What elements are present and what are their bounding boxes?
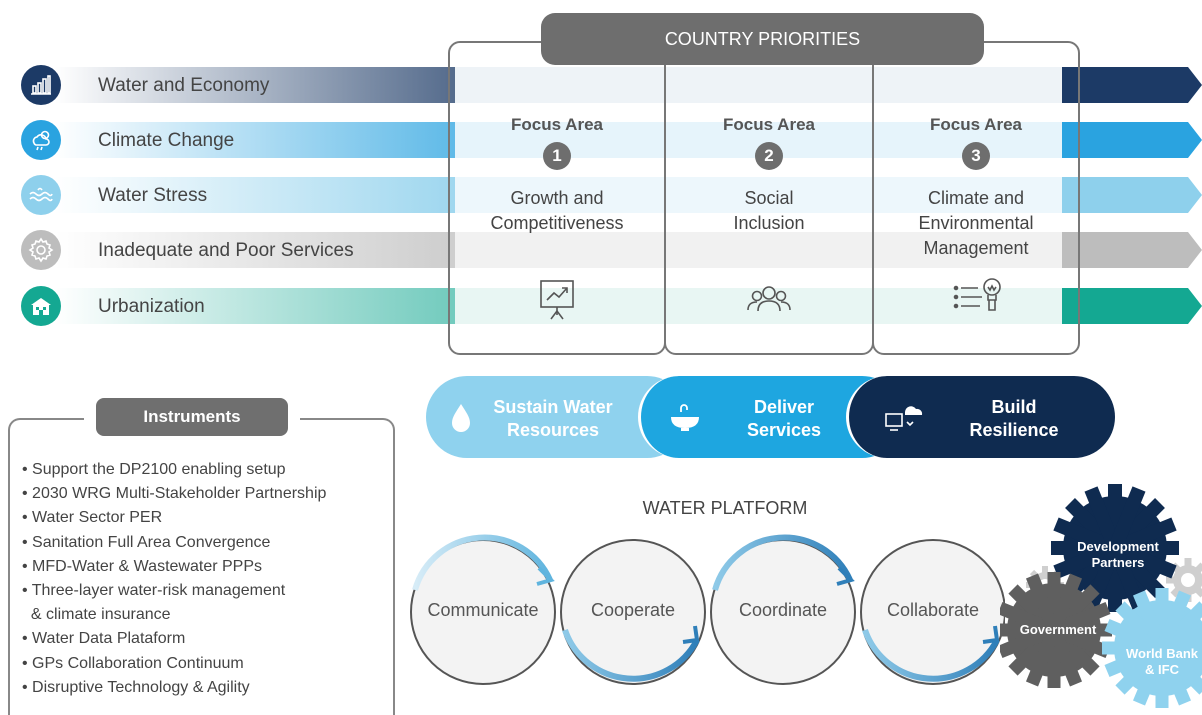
country-priorities-header: COUNTRY PRIORITIES	[541, 13, 984, 65]
pillar-label: Resilience	[969, 420, 1059, 440]
gear-label-line: Development	[1077, 539, 1159, 554]
issue-row-urbanization: Urbanization	[0, 286, 1202, 326]
list-item: • Support the DP2100 enabling setup	[22, 461, 286, 478]
cycle-circle-communicate	[410, 534, 556, 685]
focus-area-heading: Focus Area	[930, 115, 1022, 134]
focus-area-description: Social Inclusion	[666, 186, 872, 236]
cycle-circle-collaborate	[860, 539, 1005, 685]
focus-area-number: 2	[755, 142, 783, 170]
list-item: & climate insurance	[22, 606, 171, 624]
issue-row-water-stress: Water Stress	[0, 175, 1202, 215]
pillar-label: Sustain Water	[493, 397, 613, 417]
development-partners-gear	[1051, 484, 1179, 612]
pillar-label: Build	[991, 397, 1037, 417]
list-item: • MFD-Water & Wastewater PPPs	[22, 557, 263, 575]
list-item: • Sanitation Full Area Convergence	[22, 533, 271, 551]
gear-label-line: World Bank	[1126, 646, 1198, 661]
issue-label: Urbanization	[98, 296, 205, 317]
focus-area-line: Inclusion	[733, 213, 805, 233]
water-platform-title: WATER PLATFORM	[642, 498, 808, 518]
focus-area-3: Focus Area 3 Climate and Environmental M…	[872, 41, 1080, 355]
government-gear	[1000, 572, 1112, 688]
focus-area-line: Growth and	[510, 188, 604, 208]
issue-label: Climate Change	[98, 130, 235, 151]
list-item: • Three-layer water-risk management	[22, 582, 286, 600]
issue-row-water-economy: Water and Economy	[0, 65, 1202, 105]
development-partners-label: Development Partners	[1058, 539, 1178, 571]
list-item: • Water Data Plataform	[22, 630, 186, 648]
presentation-chart-icon	[533, 275, 581, 323]
focus-area-description: Climate and Environmental Management	[874, 186, 1078, 261]
list-item: • 2030 WRG Multi-Stakeholder Partnership	[22, 485, 327, 503]
small-gear-icon	[1166, 558, 1202, 602]
world-bank-label: World Bank & IFC	[1112, 646, 1202, 678]
pillar-label: Deliver	[753, 397, 815, 417]
cycle-label-collaborate: Collaborate	[886, 600, 980, 620]
cycle-circle-coordinate	[710, 534, 856, 685]
focus-area-line: Competitiveness	[490, 213, 624, 233]
gear-label-line: Partners	[1091, 555, 1145, 570]
focus-area-heading: Focus Area	[723, 115, 815, 134]
focus-area-heading: Focus Area	[511, 115, 603, 134]
computer-cloud-icon	[883, 398, 927, 442]
cycle-label-communicate: Communicate	[427, 600, 539, 620]
faucet-basin-icon	[667, 402, 703, 440]
stakeholder-gears	[1000, 484, 1202, 708]
issue-row-poor-services: Inadequate and Poor Services	[0, 230, 1202, 270]
focus-area-2: Focus Area 2 Social Inclusion	[664, 41, 874, 355]
water-platform-cycle	[410, 534, 1005, 685]
list-item: • GPs Collaboration Continuum	[22, 654, 244, 672]
gear-label-line: & IFC	[1145, 662, 1179, 677]
lightbulb-list-icon	[952, 275, 1001, 323]
issue-label: Water and Economy	[98, 75, 270, 96]
water-waves-icon	[21, 175, 61, 215]
list-item: • Water Sector PER	[22, 509, 163, 527]
world-bank-gear	[1102, 588, 1202, 708]
focus-area-number: 3	[962, 142, 990, 170]
cycle-circle-cooperate	[560, 539, 706, 685]
people-group-icon	[745, 275, 793, 323]
focus-area-line: Management	[923, 238, 1029, 258]
focus-area-line: Social	[744, 188, 794, 208]
focus-area-1: Focus Area 1 Growth and Competitiveness	[448, 41, 666, 355]
government-label: Government	[1019, 622, 1097, 637]
instruments-list: • Support the DP2100 enabling setup • 20…	[22, 458, 326, 700]
instruments-title: Instruments	[96, 398, 288, 436]
gear-icon	[21, 230, 61, 270]
bar-chart-icon	[21, 65, 61, 105]
focus-area-line: Environmental	[918, 213, 1034, 233]
focus-area-description: Growth and Competitiveness	[450, 186, 664, 236]
cloud-sun-rain-icon	[21, 120, 61, 160]
pillar-label: Services	[746, 420, 822, 440]
issue-label: Inadequate and Poor Services	[98, 240, 354, 261]
cycle-label-cooperate: Cooperate	[590, 600, 676, 620]
country-priorities-title: COUNTRY PRIORITIES	[664, 29, 861, 49]
pillar-build-resilience: Build Resilience	[846, 376, 1115, 458]
pillar-label: Resources	[506, 420, 600, 440]
cycle-label-coordinate: Coordinate	[738, 600, 828, 620]
water-drop-icon	[448, 402, 474, 440]
buildings-icon	[21, 286, 61, 326]
list-item: • Disruptive Technology & Agility	[22, 678, 250, 696]
focus-area-number: 1	[543, 142, 571, 170]
focus-area-line: Climate and	[927, 188, 1025, 208]
issue-label: Water Stress	[98, 185, 208, 206]
